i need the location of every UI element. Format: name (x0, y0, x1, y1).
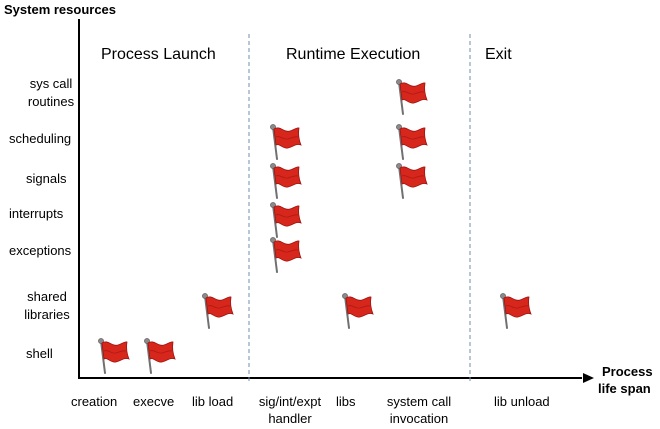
flag-icon (396, 79, 428, 115)
resource-label-line2: libraries (24, 307, 70, 322)
resource-label-signals: signals (26, 171, 67, 186)
resource-label-shell: shell (26, 346, 53, 361)
flag-icon (342, 293, 374, 329)
event-label-line1: system call (386, 394, 452, 409)
event-label-creation: creation (71, 394, 118, 409)
event-label-line2: handler (268, 411, 312, 426)
event-label-execve: execve (133, 394, 175, 409)
event-label-libs: libs (336, 394, 356, 409)
flag-icon (396, 124, 428, 160)
flag-icon (270, 163, 302, 199)
phase-label-exit: Exit (485, 46, 512, 63)
flag-icon (270, 237, 302, 273)
event-label-line1: sig/int/expt (258, 394, 322, 409)
resource-label-exceptions: exceptions (9, 243, 72, 258)
y-axis-title: System resources (4, 2, 117, 17)
flag-icon (500, 293, 532, 329)
resource-label-scheduling: scheduling (9, 131, 72, 146)
event-label-system-call-invocation: system call invocation (377, 393, 461, 427)
event-label-sig-int-expt-handler: sig/int/expt handler (249, 393, 331, 427)
flag-icon (396, 163, 428, 199)
x-axis-arrowhead (583, 373, 594, 383)
x-axis-title: Process life span (598, 363, 653, 397)
flag-icon (270, 202, 302, 238)
resource-label-shared-libraries: shared libraries (16, 288, 78, 324)
event-label-lib-load: lib load (192, 394, 234, 409)
flag-icon (202, 293, 234, 329)
event-label-lib-unload: lib unload (494, 394, 550, 409)
event-label-line2: invocation (389, 411, 449, 426)
x-axis-title-line2: life span (598, 381, 651, 396)
phase-label-runtime: Runtime Execution (286, 46, 421, 63)
flag-icon (270, 124, 302, 160)
flag-icon (144, 338, 176, 374)
resource-label-line1: shared (27, 289, 67, 304)
resource-label-interrupts: interrupts (9, 206, 64, 221)
x-axis-title-line1: Process (602, 364, 653, 379)
flag-icon (98, 338, 130, 374)
resource-label-line2: routines (27, 94, 75, 109)
phase-label-launch: Process Launch (101, 46, 216, 63)
resource-label-sys-call-routines: sys call routines (19, 75, 83, 111)
resource-label-line1: sys call (29, 76, 73, 91)
